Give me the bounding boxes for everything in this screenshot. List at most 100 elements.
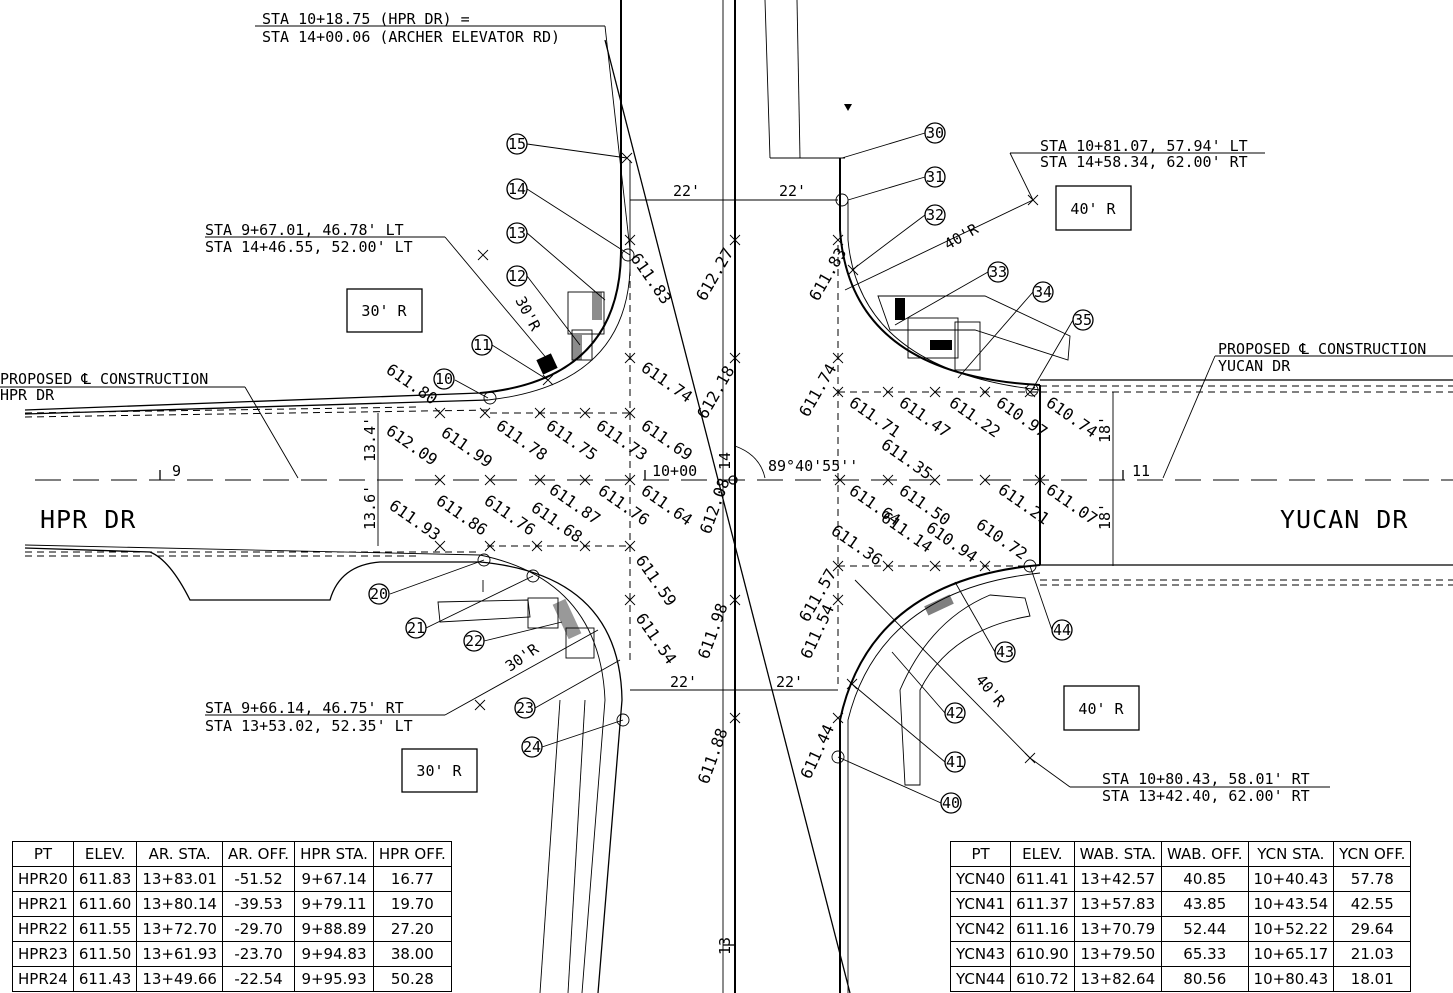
svg-text:23: 23 <box>516 699 534 717</box>
station-10-00: 10+00 <box>652 462 697 480</box>
spot-elevation: 611.98 <box>694 601 732 662</box>
spot-elevation: 612.08 <box>696 476 734 537</box>
spot-elevation: 611.36 <box>828 521 886 570</box>
point-33: 33 <box>987 261 1009 283</box>
point-13: 13 <box>506 222 528 244</box>
point-44: 44 <box>1051 619 1073 641</box>
point-43: 43 <box>994 641 1016 663</box>
point-marker <box>616 713 630 727</box>
table-cell: 18.01 <box>1333 966 1412 992</box>
column-header: HPR OFF. <box>372 841 452 867</box>
station-11: 11 <box>1132 462 1150 480</box>
point-marker <box>483 391 497 405</box>
spot-marker <box>979 560 991 572</box>
svg-text:22: 22 <box>465 632 483 650</box>
leader-lines <box>0 25 1453 804</box>
point-21: 21 <box>405 617 427 639</box>
spot-marker <box>832 594 844 606</box>
spot-elevation: 611.83 <box>627 249 676 307</box>
point-10: 10 <box>433 368 455 390</box>
spot-marker <box>832 712 844 724</box>
spot-marker <box>729 352 741 364</box>
dim-13-4: 13.4' <box>361 417 379 462</box>
spot-marker <box>621 152 633 164</box>
spot-elevation: 611.78 <box>493 416 551 465</box>
table-cell: 611.41 <box>1010 866 1075 892</box>
spot-marker <box>1034 474 1046 486</box>
table-cell: 611.83 <box>72 866 138 892</box>
spot-markers <box>434 152 1046 764</box>
svg-text:32: 32 <box>926 206 944 224</box>
sta-note-4a: STA 9+66.14, 46.75' RT <box>205 699 404 717</box>
point-22: 22 <box>463 630 485 652</box>
svg-text:40: 40 <box>942 794 960 812</box>
table-cell: YCN40 <box>949 866 1012 892</box>
sta-note-3b: STA 14+46.55, 52.00' LT <box>205 238 413 256</box>
table-cell: 10+43.54 <box>1247 891 1335 917</box>
road-linework <box>24 0 1453 993</box>
angle-label: 89°40'55'' <box>768 457 858 475</box>
radius-nw: 30'R <box>511 293 544 334</box>
table-cell: YCN42 <box>949 916 1012 942</box>
spot-elevation: 611.35 <box>878 435 936 484</box>
table-cell: YCN41 <box>949 891 1012 917</box>
spot-elevation: 611.69 <box>638 416 696 465</box>
spot-elevation: 611.99 <box>438 423 496 472</box>
table-cell: 13+49.66 <box>136 966 223 992</box>
table-cell: HPR22 <box>12 916 74 942</box>
spot-marker <box>847 264 859 276</box>
spot-marker <box>1024 386 1036 398</box>
svg-text:34: 34 <box>1034 283 1052 301</box>
spot-marker <box>542 374 554 386</box>
table-cell: 52.44 <box>1161 916 1249 942</box>
spot-marker <box>882 386 894 398</box>
column-header: HPR STA. <box>294 841 374 867</box>
svg-text:30: 30 <box>926 124 944 142</box>
table-cell: 9+67.14 <box>294 866 374 892</box>
spot-marker <box>624 474 636 486</box>
point-42: 42 <box>944 702 966 724</box>
column-header: WAB. STA. <box>1073 841 1163 867</box>
prop-cl-ycn-b: YUCAN DR <box>1218 357 1291 375</box>
spot-elevation: 610.72 <box>973 515 1031 564</box>
point-bubbles: 10 11 12 13 14 15 20 21 22 23 24 30 31 3… <box>368 122 1094 814</box>
spot-marker <box>484 474 496 486</box>
spot-elevation: 612.18 <box>693 362 738 422</box>
table-cell: 13+61.93 <box>136 941 223 967</box>
radius-boxes: 30' R 30' R 40' R 40' R <box>346 185 1140 793</box>
spot-elevation: 611.07 <box>1043 480 1101 529</box>
spot-marker <box>729 594 741 606</box>
spot-marker <box>477 249 489 261</box>
spot-marker <box>534 407 546 419</box>
spot-marker <box>434 474 446 486</box>
table-cell: -29.70 <box>221 916 296 942</box>
table-cell: 21.03 <box>1333 941 1412 967</box>
point-marker <box>526 569 540 583</box>
radius-box-nw: 30' R <box>361 302 407 320</box>
svg-text:12: 12 <box>508 267 526 285</box>
svg-text:11: 11 <box>473 336 491 354</box>
point-15: 15 <box>506 133 528 155</box>
table-cell: HPR21 <box>12 891 74 917</box>
point-31: 31 <box>924 166 946 188</box>
ycn-points-table: PT ELEV. WAB. STA. WAB. OFF. YCN STA. YC… <box>949 841 1412 992</box>
table-cell: 9+94.83 <box>294 941 374 967</box>
table-cell: 10+52.22 <box>1247 916 1335 942</box>
spot-elevation: 611.71 <box>846 393 904 442</box>
dim-22-sw: 22' <box>670 673 697 691</box>
sta-note-1a: STA 10+18.75 (HPR DR) = <box>262 10 470 28</box>
table-cell: 610.90 <box>1010 941 1075 967</box>
svg-text:42: 42 <box>946 704 964 722</box>
spot-elevation: 610.97 <box>993 393 1051 442</box>
table-cell: -39.53 <box>221 891 296 917</box>
spot-marker <box>832 560 844 572</box>
spot-marker <box>624 407 636 419</box>
station-14: 14 <box>716 452 734 470</box>
sta-note-5b: STA 13+42.40, 62.00' RT <box>1102 787 1310 805</box>
spot-elevation: 611.83 <box>805 244 850 304</box>
